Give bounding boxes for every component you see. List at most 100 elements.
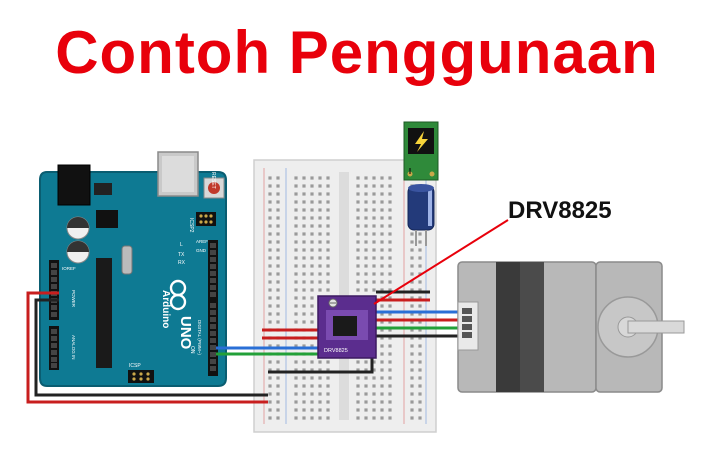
power-label: POWER: [71, 290, 76, 308]
breadboard-hole: [380, 240, 384, 244]
rx-led-label: RX: [178, 260, 186, 266]
breadboard-hole: [318, 408, 322, 412]
breadboard-hole: [388, 328, 392, 332]
breadboard-hole: [364, 368, 368, 372]
breadboard-hole: [302, 176, 306, 180]
breadboard-hole: [268, 344, 272, 348]
breadboard-hole: [380, 192, 384, 196]
breadboard-hole: [276, 408, 280, 412]
breadboard-hole: [380, 304, 384, 308]
digital-label: DIGITAL (PWM~): [197, 320, 202, 355]
breadboard-hole: [380, 248, 384, 252]
on-led-label: ON: [189, 346, 195, 354]
breadboard-hole: [268, 392, 272, 396]
breadboard-hole: [268, 376, 272, 380]
breadboard-hole: [294, 344, 298, 348]
breadboard-hole: [310, 312, 314, 316]
breadboard-hole: [294, 264, 298, 268]
breadboard-hole: [372, 248, 376, 252]
breadboard-hole: [310, 200, 314, 204]
breadboard-hole: [310, 288, 314, 292]
breadboard-hole: [364, 416, 368, 420]
breadboard-hole: [294, 232, 298, 236]
breadboard-hole: [356, 240, 360, 244]
breadboard-hole: [380, 216, 384, 220]
breadboard-hole: [294, 192, 298, 196]
breadboard-hole: [410, 400, 414, 404]
breadboard-hole: [326, 408, 330, 412]
breadboard-hole: [372, 264, 376, 268]
breadboard-hole: [302, 272, 306, 276]
breadboard-hole: [388, 200, 392, 204]
breadboard-hole: [310, 280, 314, 284]
breadboard-hole: [318, 224, 322, 228]
breadboard-hole: [410, 392, 414, 396]
breadboard-hole: [310, 368, 314, 372]
breadboard-hole: [318, 272, 322, 276]
breadboard-hole: [388, 312, 392, 316]
breadboard-hole: [268, 248, 272, 252]
breadboard-hole: [294, 256, 298, 260]
breadboard-hole: [372, 408, 376, 412]
breadboard-hole: [380, 288, 384, 292]
breadboard-hole: [294, 208, 298, 212]
breadboard-hole: [364, 288, 368, 292]
breadboard-hole: [302, 400, 306, 404]
breadboard-hole: [318, 248, 322, 252]
breadboard-hole: [302, 208, 306, 212]
breadboard-hole: [356, 208, 360, 212]
breadboard-hole: [364, 256, 368, 260]
breadboard-hole: [276, 384, 280, 388]
breadboard-hole: [294, 320, 298, 324]
breadboard-hole: [318, 264, 322, 268]
breadboard-hole: [310, 360, 314, 364]
breadboard-hole: [356, 264, 360, 268]
breadboard-hole: [294, 296, 298, 300]
atmega-chip: [96, 258, 112, 368]
breadboard-hole: [326, 392, 330, 396]
breadboard-hole: [356, 192, 360, 196]
breadboard-hole: [326, 248, 330, 252]
breadboard-hole: [268, 240, 272, 244]
breadboard-hole: [302, 256, 306, 260]
breadboard-hole: [310, 408, 314, 412]
breadboard-hole: [318, 288, 322, 292]
breadboard-hole: [418, 336, 422, 340]
breadboard-hole: [388, 352, 392, 356]
breadboard-hole: [302, 416, 306, 420]
breadboard-hole: [410, 360, 414, 364]
breadboard-hole: [326, 384, 330, 388]
breadboard-hole: [388, 232, 392, 236]
breadboard-hole: [326, 208, 330, 212]
breadboard-hole: [372, 184, 376, 188]
breadboard-hole: [268, 256, 272, 260]
driver-chip-label: DRV8825: [324, 348, 348, 354]
breadboard-hole: [410, 368, 414, 372]
breadboard-hole: [310, 208, 314, 212]
breadboard-hole: [318, 216, 322, 220]
breadboard-hole: [326, 264, 330, 268]
breadboard-hole: [380, 176, 384, 180]
breadboard-hole: [356, 368, 360, 372]
breadboard-hole: [294, 392, 298, 396]
breadboard-hole: [356, 288, 360, 292]
breadboard-hole: [410, 328, 414, 332]
breadboard-hole: [356, 248, 360, 252]
breadboard-hole: [294, 384, 298, 388]
breadboard-hole: [310, 344, 314, 348]
breadboard-hole: [318, 208, 322, 212]
breadboard-hole: [326, 176, 330, 180]
breadboard-hole: [326, 376, 330, 380]
breadboard-hole: [276, 176, 280, 180]
breadboard-hole: [310, 416, 314, 420]
breadboard-hole: [294, 368, 298, 372]
breadboard-hole: [364, 216, 368, 220]
breadboard-hole: [276, 416, 280, 420]
breadboard-hole: [388, 272, 392, 276]
breadboard-hole: [302, 344, 306, 348]
voltage-regulator: [96, 210, 118, 228]
breadboard-hole: [302, 312, 306, 316]
arduino-uno-board: RESET ICSP2 ICSP: [39, 151, 227, 387]
analog-header: [49, 326, 59, 370]
breadboard-hole: [380, 328, 384, 332]
